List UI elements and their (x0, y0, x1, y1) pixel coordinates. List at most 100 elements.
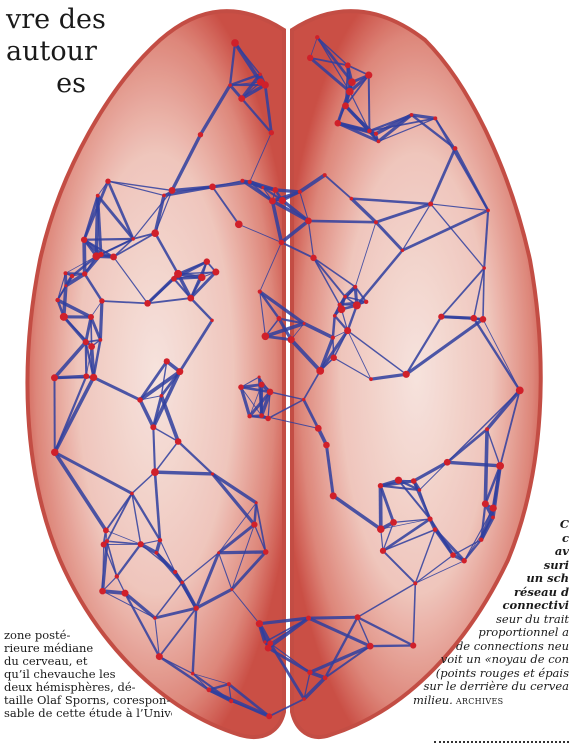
network-node (105, 539, 109, 543)
network-node (162, 194, 166, 198)
network-node (98, 338, 102, 342)
network-node (258, 375, 261, 378)
caption-line: suri (409, 559, 569, 573)
network-edge (309, 617, 358, 618)
network-node (151, 468, 159, 476)
network-node (160, 394, 164, 398)
network-node (316, 367, 324, 375)
network-node (482, 266, 486, 270)
network-node (344, 327, 351, 334)
network-node (390, 519, 397, 526)
network-node (206, 687, 211, 692)
network-node (198, 274, 205, 281)
caption-line: seur du trait (409, 613, 569, 627)
network-node (217, 551, 220, 554)
network-node (342, 102, 349, 109)
network-node (302, 398, 305, 401)
network-node (369, 377, 373, 381)
network-node (251, 522, 257, 528)
network-edge (441, 317, 473, 318)
network-node (348, 78, 356, 86)
network-edge (86, 342, 87, 376)
network-node (428, 201, 433, 206)
network-node (323, 675, 328, 680)
network-node (486, 209, 490, 213)
network-node (377, 525, 385, 533)
network-node (230, 588, 233, 591)
network-node (99, 588, 106, 595)
network-node (256, 620, 263, 627)
network-edge (308, 221, 376, 222)
network-node (395, 477, 402, 484)
network-node (90, 374, 97, 381)
network-node (99, 298, 104, 303)
body-line: zone posté- (4, 629, 172, 642)
network-node (210, 319, 213, 322)
network-node (191, 672, 195, 676)
caption-line: (points rouges et épais (409, 667, 569, 681)
network-node (315, 425, 322, 432)
network-node (131, 237, 135, 241)
body-line: rieure médiane (4, 642, 172, 655)
photo-credit: ARCHIVES (456, 697, 504, 706)
caption-line: milieu. (413, 694, 453, 707)
network-node (181, 581, 184, 584)
network-node (267, 389, 274, 396)
network-edge (219, 552, 266, 553)
network-node (198, 132, 203, 137)
network-node (262, 333, 270, 341)
network-node (346, 88, 354, 96)
network-node (380, 548, 386, 554)
network-node (269, 198, 276, 205)
network-node (433, 116, 437, 120)
network-node (240, 179, 244, 183)
network-node (338, 305, 346, 313)
network-node (55, 298, 59, 302)
network-node (272, 187, 278, 193)
network-node (259, 413, 264, 418)
network-node (155, 551, 159, 555)
caption-line: C (409, 518, 569, 532)
body-line: sable de cette étude à l’Univer- (4, 707, 172, 720)
network-node (378, 483, 383, 488)
network-node (279, 240, 285, 246)
network-node (470, 315, 477, 322)
caption-line: proportionnel a (409, 626, 569, 640)
network-node (485, 427, 489, 431)
network-node (338, 303, 342, 307)
network-node (480, 316, 487, 323)
network-node (323, 442, 330, 449)
network-node (193, 605, 198, 610)
network-node (482, 500, 489, 507)
network-node (345, 62, 351, 68)
network-node (51, 374, 58, 381)
network-node (105, 178, 110, 183)
network-node (211, 472, 214, 475)
network-node (330, 492, 337, 499)
body-line: du cerveau, et (4, 655, 172, 668)
network-node (88, 314, 94, 320)
network-node (315, 35, 319, 39)
network-node (403, 371, 410, 378)
network-node (60, 313, 68, 321)
network-node (516, 386, 524, 394)
network-node (496, 462, 504, 470)
network-node (176, 368, 183, 375)
network-node (306, 616, 311, 621)
network-node (365, 72, 372, 79)
network-node (267, 640, 273, 646)
network-node (453, 146, 458, 151)
network-node (138, 541, 144, 547)
network-edge (84, 240, 85, 274)
network-node (258, 73, 261, 76)
caption-line: de connections neu (409, 640, 569, 654)
network-node (418, 488, 422, 492)
image-caption: C c av suri un sch réseau d connectivi s… (409, 518, 569, 708)
caption-line: av (409, 545, 569, 559)
network-node (247, 414, 251, 418)
network-edge (100, 301, 102, 340)
network-node (158, 538, 162, 542)
network-node (51, 449, 58, 456)
network-node (83, 373, 89, 379)
network-edge (65, 273, 84, 274)
